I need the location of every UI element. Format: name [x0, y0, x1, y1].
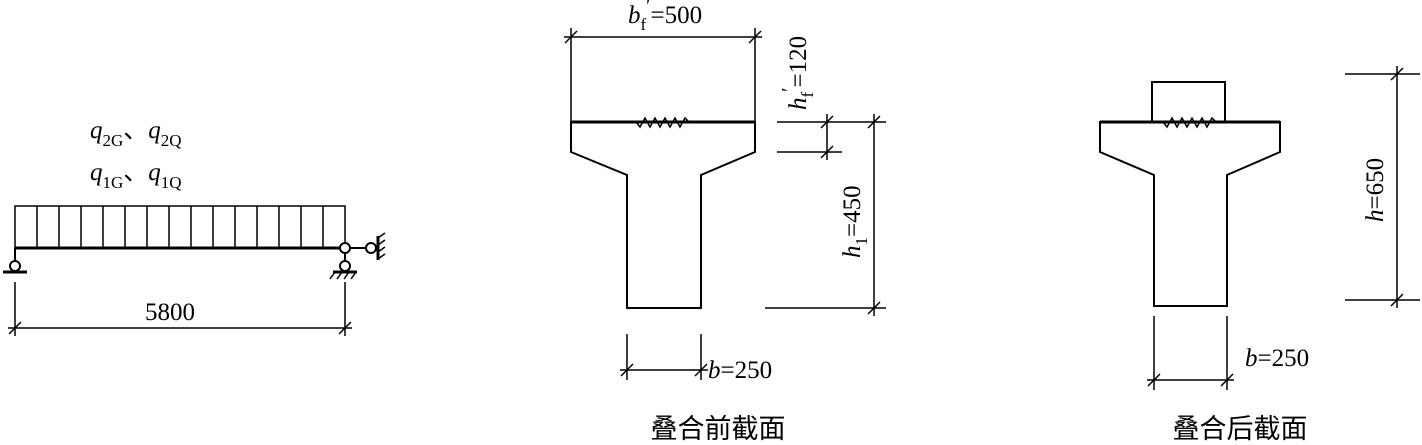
- web-width-dimension-before: [620, 334, 708, 380]
- span-label: 5800: [145, 299, 195, 326]
- caption-before: 叠合前截面: [651, 414, 786, 445]
- height-label-after: h=650: [1362, 158, 1389, 222]
- section-after: h=650 b=250 叠合后截面: [1099, 66, 1420, 445]
- web-width-dimension-after: [1147, 316, 1234, 390]
- web-width-label-before: b=250: [708, 357, 772, 384]
- caption-after: 叠合后截面: [1173, 414, 1308, 445]
- right-support: [329, 232, 386, 280]
- web-width-label-after: b=250: [1245, 345, 1309, 372]
- interface-zigzag-after: [1162, 116, 1217, 129]
- height-dimension-before: [765, 114, 886, 316]
- flange-thickness-label: hf′=120: [778, 36, 817, 110]
- flange-width-label: bf′=500: [628, 0, 702, 34]
- load-label-stage2: q2G、q2Q: [90, 117, 182, 150]
- height-dimension-after: [1345, 66, 1420, 308]
- flange-width-dimension: [564, 28, 762, 122]
- topping-slab: [1151, 81, 1226, 123]
- interface-zigzag: [635, 116, 690, 129]
- distributed-load: [14, 205, 346, 249]
- section-before: bf′=500 hf′=120 h1=450: [564, 0, 886, 445]
- height-label-before: h1=450: [839, 185, 871, 258]
- t-section-after-outline: [1099, 121, 1281, 307]
- beam-diagram: q2G、q2Q q1G、q1Q: [3, 117, 386, 336]
- load-label-stage1: q1G、q1Q: [90, 159, 182, 192]
- flange-thickness-dimension: [777, 114, 886, 160]
- left-pin-support: [3, 248, 27, 274]
- span-dimension: [8, 282, 352, 336]
- t-section-before-outline: [570, 121, 756, 309]
